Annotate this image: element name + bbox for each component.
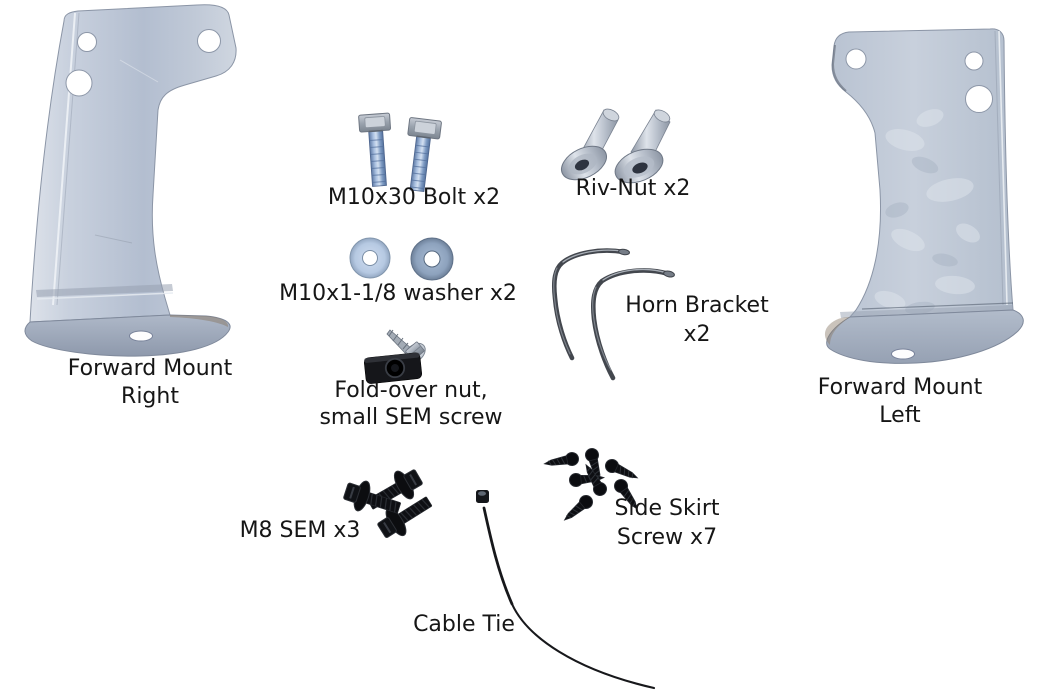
part-cable-tie bbox=[476, 490, 656, 690]
part-fold-over-nut bbox=[364, 329, 426, 384]
bracket-hole bbox=[197, 29, 221, 53]
label-m8-sem: M8 SEM x3 bbox=[210, 517, 390, 544]
label-fold-over-nut-line1: Fold-over nut, bbox=[334, 378, 488, 403]
bracket-hole bbox=[65, 69, 93, 97]
bracket-hole bbox=[965, 85, 993, 113]
part-side-skirt-screws bbox=[543, 448, 639, 521]
label-fold-over-nut: Fold-over nut, small SEM screw bbox=[291, 377, 531, 431]
bracket-hole bbox=[77, 32, 97, 52]
label-forward-mount-right-line1: Forward Mount bbox=[67, 356, 233, 381]
label-horn-bracket: Horn Bracket x2 bbox=[597, 291, 797, 349]
label-cable-tie-text: Cable Tie bbox=[413, 612, 515, 637]
label-riv-nut: Riv-Nut x2 bbox=[553, 175, 713, 202]
label-m10x30-bolt-text: M10x30 Bolt x2 bbox=[327, 185, 501, 210]
label-horn-bracket-line1: Horn Bracket bbox=[625, 293, 769, 318]
bracket-slot-hole bbox=[891, 348, 915, 360]
label-m10-washer: M10x1-1/8 washer x2 bbox=[248, 280, 548, 307]
part-riv-nuts bbox=[561, 108, 671, 184]
part-forward-mount-right-bracket bbox=[24, 4, 237, 357]
bracket-hole bbox=[845, 48, 867, 70]
label-riv-nut-text: Riv-Nut x2 bbox=[575, 176, 691, 201]
part-forward-mount-left-bracket bbox=[824, 28, 1024, 364]
label-fold-over-nut-line2: small SEM screw bbox=[319, 405, 503, 430]
part-horn-brackets bbox=[551, 248, 675, 381]
label-forward-mount-left: Forward Mount Left bbox=[788, 374, 1012, 430]
label-m8-sem-text: M8 SEM x3 bbox=[239, 518, 361, 543]
label-horn-bracket-line2: x2 bbox=[683, 322, 711, 347]
label-side-skirt-screw-line2: Screw x7 bbox=[616, 525, 718, 550]
bracket-hole bbox=[964, 51, 984, 71]
bracket-slot-hole bbox=[129, 330, 153, 342]
label-cable-tie: Cable Tie bbox=[384, 611, 544, 638]
label-m10x30-bolt: M10x30 Bolt x2 bbox=[302, 184, 526, 211]
label-forward-mount-right-line2: Right bbox=[121, 384, 179, 409]
label-forward-mount-left-line2: Left bbox=[879, 403, 921, 428]
label-forward-mount-left-line1: Forward Mount bbox=[817, 375, 983, 400]
label-side-skirt-screw: Side Skirt Screw x7 bbox=[577, 494, 757, 552]
part-m10x30-bolts bbox=[358, 112, 442, 193]
label-m10-washer-text: M10x1-1/8 washer x2 bbox=[279, 281, 517, 306]
label-forward-mount-right: Forward Mount Right bbox=[38, 355, 262, 411]
part-m8-sem-bolts bbox=[343, 469, 433, 538]
label-side-skirt-screw-line1: Side Skirt bbox=[614, 496, 720, 521]
part-m10-washers bbox=[349, 237, 454, 281]
